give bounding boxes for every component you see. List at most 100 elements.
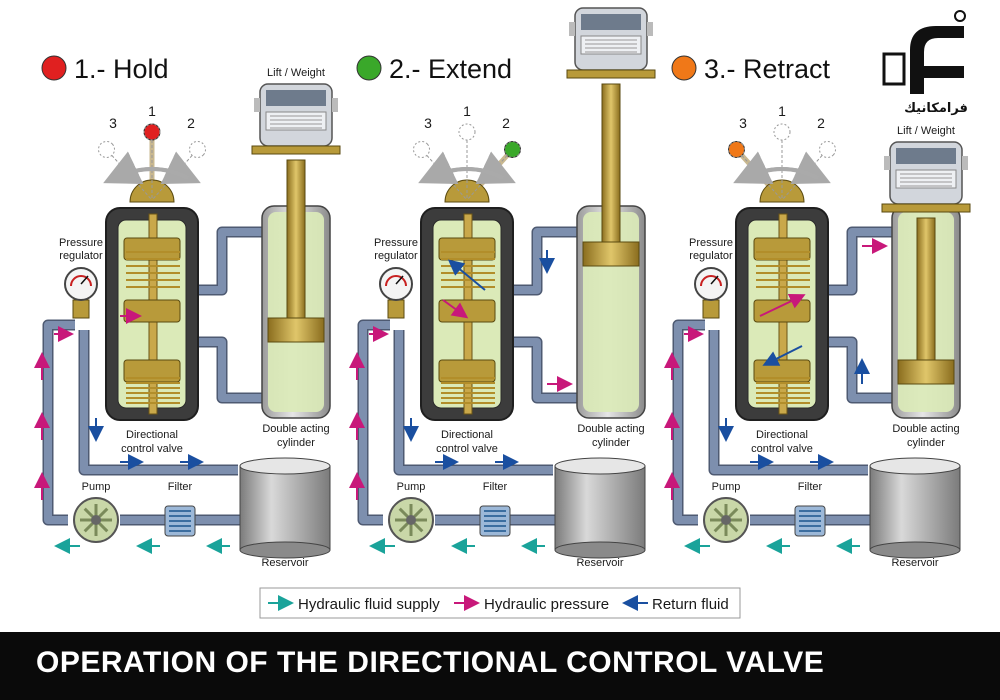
reservoir <box>869 457 961 559</box>
legend-label: Hydraulic pressure <box>484 596 609 613</box>
state-title: 3.- Retract <box>704 54 831 84</box>
directional-valve-label: Directional <box>126 429 178 441</box>
legend-label: Hydraulic fluid supply <box>298 596 440 613</box>
cylinder-label: Double acting <box>262 423 329 435</box>
state-panel-1: 1.- Hold312PressureregulatorDirectionalc… <box>34 54 341 569</box>
pipe-to-cylinder-bottom <box>198 338 262 402</box>
lift-weight-load <box>251 83 341 155</box>
pump-label: Pump <box>712 481 741 493</box>
directional-valve-label: Directional <box>756 429 808 441</box>
filter <box>794 505 826 537</box>
lever-swing-arrow-left <box>103 151 189 185</box>
flow-arrow-pressure <box>759 293 806 317</box>
lever-swing-arrow-left <box>418 151 504 185</box>
brand-logo: فرامكانيك <box>880 8 992 118</box>
state-title: 1.- Hold <box>74 54 169 84</box>
pump <box>73 497 119 543</box>
pipe-to-cylinder-top <box>513 228 577 294</box>
filter-label: Filter <box>483 481 508 493</box>
flow-arrow-return <box>762 345 803 366</box>
flow-arrow-pressure <box>442 299 469 319</box>
legend: Hydraulic fluid supply Hydraulic pressure… <box>259 587 741 619</box>
piston-rod <box>916 217 936 373</box>
piston-head <box>582 241 640 267</box>
reservoir <box>554 457 646 559</box>
double-acting-cylinder <box>576 83 646 419</box>
flow-arrow-return <box>447 259 486 291</box>
legend-item: Return fluid <box>622 595 729 613</box>
reservoir-label: Reservoir <box>261 557 308 569</box>
lift-weight-label: Lift / Weight <box>267 67 325 79</box>
filter-label: Filter <box>798 481 823 493</box>
double-acting-cylinder <box>891 205 961 419</box>
pressure-regulator-label: Pressure <box>689 237 733 249</box>
lift-weight-load <box>566 7 656 79</box>
piston-rod <box>601 83 621 255</box>
footer-title-bar: OPERATION OF THE DIRECTIONAL CONTROL VAL… <box>0 632 1000 700</box>
piston-head <box>897 359 955 385</box>
lever-position-number: 2 <box>187 115 195 131</box>
lift-weight-label: Lift / Weight <box>897 125 955 137</box>
reservoir <box>239 457 331 559</box>
double-acting-cylinder <box>261 159 331 419</box>
state-indicator <box>356 55 382 81</box>
lever-position-number: 3 <box>739 115 747 131</box>
pressure-regulator <box>64 267 98 319</box>
directional-valve-label: control valve <box>436 443 498 455</box>
pipe-return <box>395 330 553 474</box>
pressure-regulator-label: regulator <box>689 250 733 262</box>
state-panel-3: 3.- Retract 3 1 2PressureregulatorDirection… <box>664 54 971 569</box>
pump-label: Pump <box>397 481 426 493</box>
directional-valve-label: control valve <box>751 443 813 455</box>
lever-position-number: 2 <box>502 115 510 131</box>
pressure-regulator-label: Pressure <box>374 237 418 249</box>
lift-weight-load <box>881 141 971 213</box>
directional-control-valve <box>735 207 829 421</box>
cylinder-label: cylinder <box>592 437 630 449</box>
lever-swing-arrow-left <box>733 151 819 185</box>
state-title: 2.- Extend <box>389 54 512 84</box>
footer-title: OPERATION OF THE DIRECTIONAL CONTROL VAL… <box>36 646 825 679</box>
cylinder-label: cylinder <box>277 437 315 449</box>
lever-knob <box>143 123 161 141</box>
state-panel-2: 2.- Extend312PressureregulatorDirectiona… <box>349 7 656 569</box>
pump <box>703 497 749 543</box>
piston-head <box>267 317 325 343</box>
pressure-regulator <box>379 267 413 319</box>
legend-box <box>259 587 741 619</box>
cylinder-label: cylinder <box>907 437 945 449</box>
lever-position-number: 1 <box>463 103 471 119</box>
filter <box>479 505 511 537</box>
directional-valve-label: control valve <box>121 443 183 455</box>
pressure-regulator <box>694 267 728 319</box>
reservoir-label: Reservoir <box>891 557 938 569</box>
lever-position-number: 2 <box>817 115 825 131</box>
directional-control-valve <box>105 207 199 421</box>
cylinder-label: Double acting <box>577 423 644 435</box>
directional-control-valve <box>420 207 514 421</box>
pipe-to-cylinder-top <box>828 228 892 294</box>
pump-label: Pump <box>82 481 111 493</box>
directional-valve-label: Directional <box>441 429 493 441</box>
pipe-to-cylinder-bottom <box>513 338 577 402</box>
pressure-regulator-label: regulator <box>374 250 418 262</box>
lever-position-number: 1 <box>778 103 786 119</box>
reservoir-label: Reservoir <box>576 557 623 569</box>
pipe-to-cylinder-top <box>198 228 262 294</box>
legend-item: Hydraulic fluid supply <box>268 595 440 613</box>
pump <box>388 497 434 543</box>
legend-label: Return fluid <box>652 596 729 613</box>
legend-item: Hydraulic pressure <box>454 595 609 613</box>
filter <box>164 505 196 537</box>
pipe-return <box>80 330 238 474</box>
lever-position-number: 1 <box>148 103 156 119</box>
pressure-regulator-label: Pressure <box>59 237 103 249</box>
piston-rod <box>286 159 306 331</box>
pipe-to-cylinder-bottom <box>828 338 892 402</box>
lever-position-number: 3 <box>109 115 117 131</box>
diagram-svg: 1.- Hold312PressureregulatorDirectionalc… <box>34 7 992 619</box>
pipe-return <box>710 330 868 474</box>
logo-text: فرامكانيك <box>904 101 968 116</box>
state-indicator <box>671 55 697 81</box>
